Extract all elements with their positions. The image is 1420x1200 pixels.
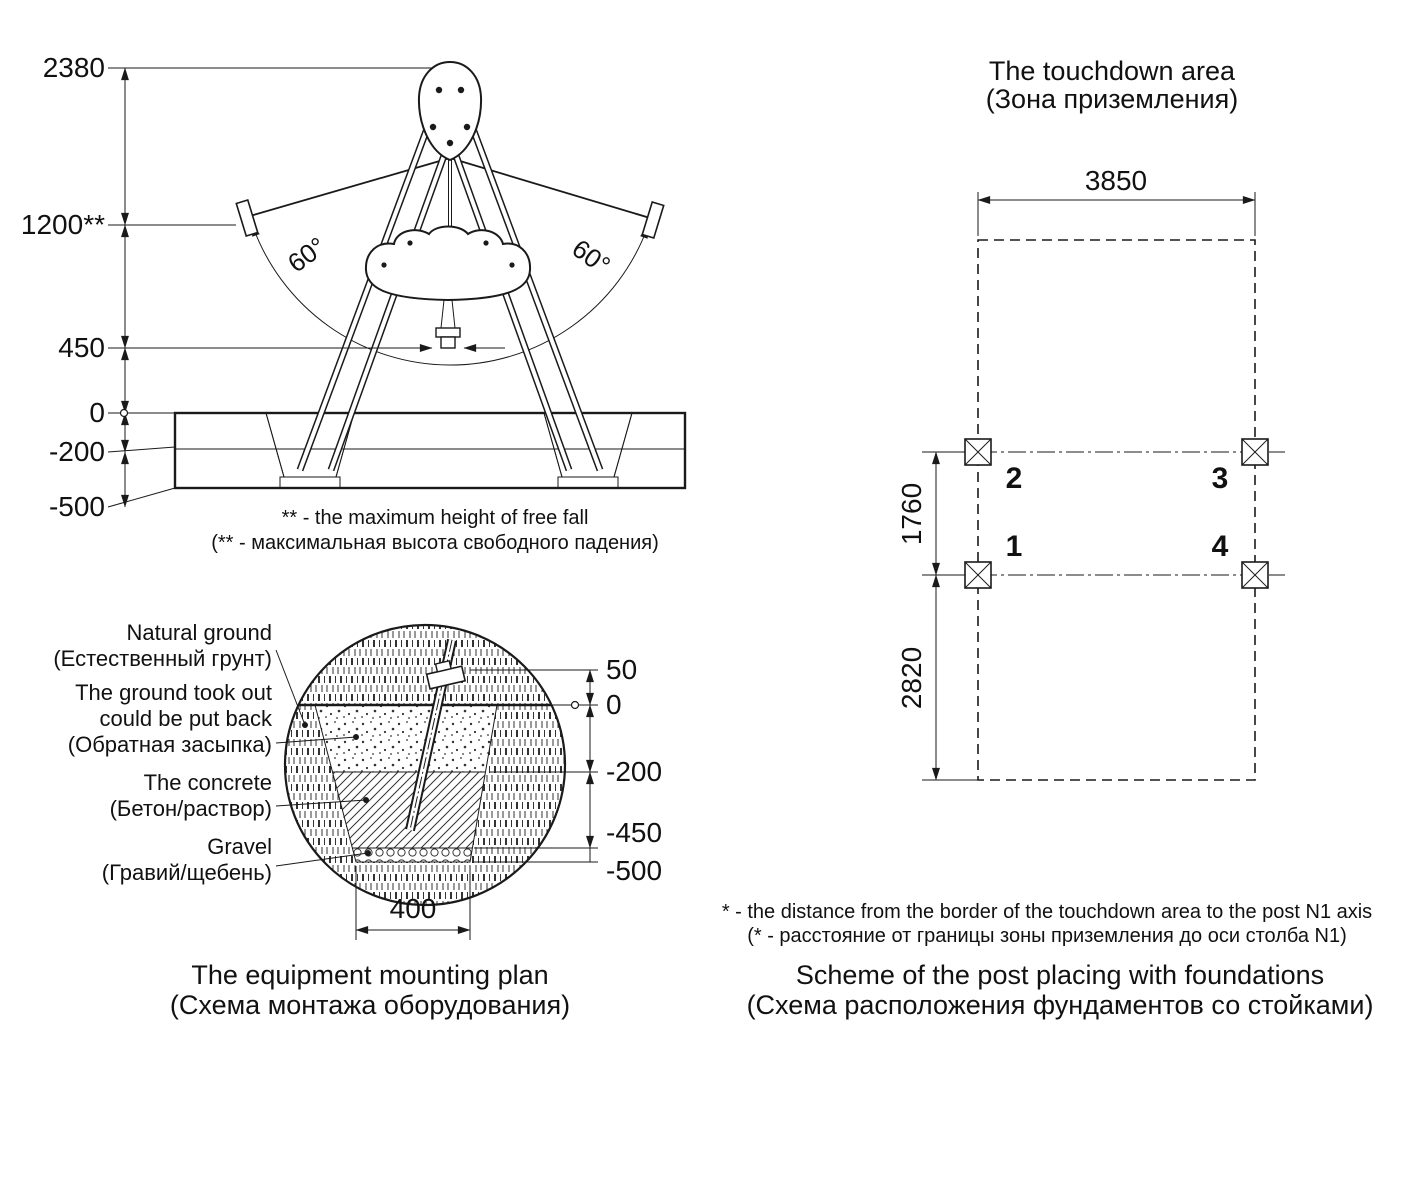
elevation-dimensions: 2380 1200** 450 0 -200 -500 bbox=[21, 52, 432, 522]
apex-plate bbox=[417, 60, 483, 162]
post-2-symbol bbox=[964, 438, 992, 466]
concrete-label-ru: (Бетон/раствор) bbox=[110, 796, 272, 821]
backfill-label-ru: (Обратная засыпка) bbox=[68, 732, 272, 757]
elevation-view: 60° 60° bbox=[21, 52, 687, 554]
post-3-number: 3 bbox=[1212, 462, 1229, 495]
post-symbols: 2 3 1 4 bbox=[964, 438, 1269, 589]
touchdown-caption: Scheme of the post placing with foundati… bbox=[747, 960, 1374, 1020]
touchdown-note-ru: (* - расстояние от границы зоны приземле… bbox=[747, 925, 1347, 947]
mounting-caption-ru: (Схема монтажа оборудования) bbox=[170, 990, 570, 1020]
mounting-detail: Natural ground (Естественный грунт) The … bbox=[53, 620, 662, 1020]
detail-dim-400: 400 bbox=[390, 893, 437, 924]
dim-2380: 2380 bbox=[43, 52, 105, 83]
touchdown-area-boundary bbox=[977, 239, 1256, 781]
mounting-caption-en: The equipment mounting plan bbox=[191, 960, 548, 990]
post-anchor-bracket bbox=[425, 659, 467, 690]
natural-ground-label-ru: (Естественный грунт) bbox=[53, 646, 272, 671]
touchdown-note: * - the distance from the border of the … bbox=[722, 901, 1372, 947]
touchdown-note-en: * - the distance from the border of the … bbox=[722, 901, 1372, 923]
detail-width-dimension: 400 bbox=[355, 866, 471, 940]
material-labels: Natural ground (Естественный грунт) The … bbox=[53, 620, 371, 885]
touchdown-width-dimension: 3850 bbox=[977, 165, 1256, 236]
dim-1200: 1200** bbox=[21, 209, 105, 240]
detail-circle-outline bbox=[283, 623, 567, 907]
angle-label-left: 60° bbox=[282, 231, 331, 278]
free-fall-note-ru: (** - максимальная высота свободного пад… bbox=[211, 532, 659, 554]
backfill-region bbox=[315, 705, 497, 772]
dim-0: 0 bbox=[89, 397, 105, 428]
gravel-strip-left bbox=[279, 476, 341, 489]
touchdown-title-en: The touchdown area bbox=[989, 56, 1236, 86]
post-axis-lines bbox=[950, 451, 1285, 576]
dim-1760: 1760 bbox=[896, 483, 927, 545]
detail-dim-50: 50 bbox=[606, 654, 637, 685]
detail-dim-0: 0 bbox=[606, 689, 622, 720]
gravel-strip-right bbox=[557, 476, 619, 489]
elevation-note: ** - the maximum height of free fall (**… bbox=[211, 507, 659, 554]
free-fall-note-en: ** - the maximum height of free fall bbox=[282, 507, 589, 529]
extreme-seat-left bbox=[235, 198, 259, 238]
detail-dim-minus500: -500 bbox=[606, 855, 662, 886]
gravel-region bbox=[352, 848, 473, 862]
touchdown-title: The touchdown area (Зона приземления) bbox=[986, 56, 1239, 114]
embedded-post bbox=[405, 638, 467, 832]
post-4-symbol bbox=[1241, 561, 1269, 589]
post-1-number: 1 bbox=[1006, 530, 1023, 563]
ground-slab bbox=[173, 411, 687, 490]
touchdown-caption-ru: (Схема расположения фундаментов со стойк… bbox=[747, 990, 1374, 1020]
touchdown-left-dimensions: 1760 2820 bbox=[896, 451, 980, 781]
gravel-label-ru: (Гравий/щебень) bbox=[102, 860, 272, 885]
angle-label-right: 60° bbox=[567, 233, 616, 280]
detail-depth-dimensions: 50 0 -200 -450 -500 bbox=[470, 654, 662, 886]
extreme-seat-right bbox=[641, 200, 665, 240]
concrete-label-en: The concrete bbox=[144, 770, 272, 795]
touchdown-title-ru: (Зона приземления) bbox=[986, 84, 1239, 114]
frame-legs bbox=[296, 124, 604, 472]
gravel-label-en: Gravel bbox=[207, 834, 272, 859]
post-1-symbol bbox=[964, 561, 992, 589]
detail-dim-minus200: -200 bbox=[606, 756, 662, 787]
detail-dim-minus450: -450 bbox=[606, 817, 662, 848]
dim-450: 450 bbox=[58, 332, 105, 363]
dim-3850: 3850 bbox=[1085, 165, 1147, 196]
touchdown-plan: The touchdown area (Зона приземления) 38… bbox=[722, 56, 1374, 1020]
mounting-caption: The equipment mounting plan (Схема монта… bbox=[170, 960, 570, 1020]
swing-seat bbox=[364, 225, 532, 302]
dim-minus200: -200 bbox=[49, 436, 105, 467]
post-3-symbol bbox=[1241, 438, 1269, 466]
detail-circle-content bbox=[285, 625, 565, 905]
post-4-number: 4 bbox=[1212, 530, 1229, 563]
sweep-arc bbox=[251, 223, 649, 366]
swing-frame bbox=[108, 60, 604, 472]
backfill-label-en1: The ground took out bbox=[75, 680, 272, 705]
concrete-region bbox=[332, 772, 486, 848]
swing-rope bbox=[448, 160, 452, 238]
backfill-label-en2: could be put back bbox=[100, 706, 273, 731]
touchdown-caption-en: Scheme of the post placing with foundati… bbox=[796, 960, 1324, 990]
dim-2820: 2820 bbox=[896, 647, 927, 709]
post-2-number: 2 bbox=[1006, 462, 1023, 495]
dim-minus500: -500 bbox=[49, 491, 105, 522]
natural-ground-label-en: Natural ground bbox=[126, 620, 272, 645]
seat-hanger bbox=[435, 299, 461, 349]
